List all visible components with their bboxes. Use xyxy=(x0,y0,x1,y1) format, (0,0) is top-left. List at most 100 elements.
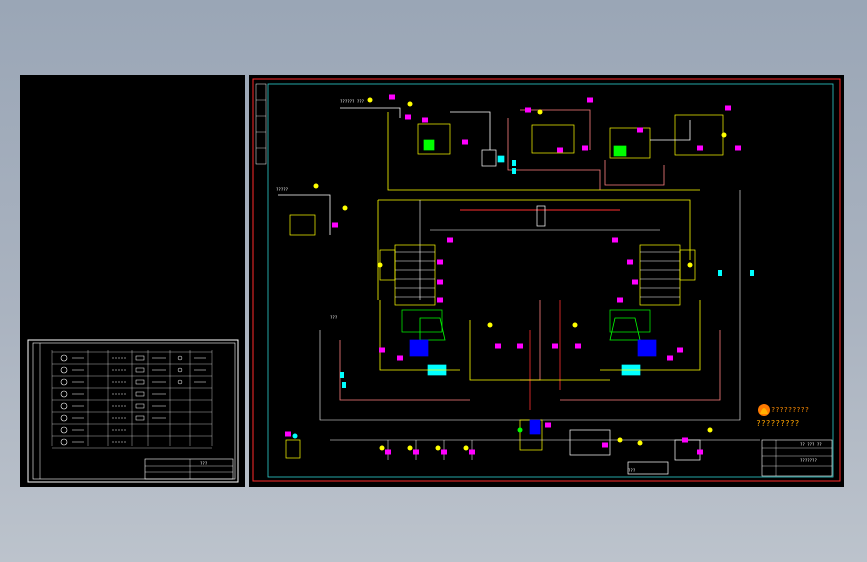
pipe-line xyxy=(520,109,591,150)
gauge-icon xyxy=(721,132,727,138)
separator-shape xyxy=(419,317,446,341)
gauge-icon xyxy=(617,437,623,443)
valve-icon xyxy=(385,449,391,455)
pump-block xyxy=(409,339,429,357)
pump-block xyxy=(637,339,657,357)
gauge-icon xyxy=(463,445,469,451)
flow-arrow-icon xyxy=(340,372,344,378)
left-side-strip xyxy=(255,83,267,165)
flow-arrow-icon xyxy=(750,270,754,276)
gauge-icon xyxy=(407,445,413,451)
equipment-box xyxy=(289,214,316,236)
pipe-line xyxy=(520,190,741,421)
gauge-icon xyxy=(407,101,413,107)
valve-icon xyxy=(285,431,291,437)
valve-icon xyxy=(697,145,703,151)
inlet-label-top: ?????? ??? xyxy=(340,99,365,104)
gauge-icon xyxy=(637,440,643,446)
legend-symbol-icon xyxy=(177,379,183,385)
equipment-box xyxy=(627,461,669,475)
valve-icon xyxy=(637,127,643,133)
valve-icon xyxy=(389,94,395,100)
flow-arrow-icon xyxy=(718,270,722,276)
main-outer-frame xyxy=(252,78,841,482)
pipe-line xyxy=(319,330,520,421)
flow-arrow-icon xyxy=(512,160,516,166)
equipment-box xyxy=(679,249,696,281)
gauge-icon xyxy=(367,97,373,103)
legend-symbol-icon xyxy=(60,426,68,434)
pipe-line xyxy=(378,199,691,260)
legend-symbol-icon xyxy=(135,403,145,409)
valve-icon xyxy=(575,343,581,349)
gauge-icon xyxy=(687,262,693,268)
legend-table xyxy=(51,350,213,449)
valve-icon xyxy=(587,97,593,103)
valve-icon xyxy=(447,237,453,243)
valve-icon xyxy=(697,449,703,455)
legend-title-text: ??? xyxy=(200,461,208,466)
title-block-row1: ?? ??? ?? xyxy=(800,442,822,447)
pipe-line xyxy=(600,300,701,371)
valve-icon xyxy=(617,297,623,303)
pipe-line xyxy=(339,340,470,401)
legend-frame xyxy=(27,339,239,483)
gauge-icon xyxy=(379,445,385,451)
valve-icon xyxy=(437,279,443,285)
valve-icon xyxy=(677,347,683,353)
gauge-icon xyxy=(487,322,493,328)
gauge-icon xyxy=(377,262,383,268)
legend-symbol-icon xyxy=(177,367,183,373)
equipment-box xyxy=(569,429,611,456)
gauge-icon xyxy=(342,205,348,211)
gauge-icon xyxy=(313,183,319,189)
inlet-label-left: ????? xyxy=(276,187,289,192)
pipe-line xyxy=(650,120,691,141)
pipe-line xyxy=(469,320,610,381)
title-block: ?? ??? ?? ??????? xyxy=(761,439,833,477)
valve-icon xyxy=(437,259,443,265)
legend-symbol-icon xyxy=(177,355,183,361)
main-sheet[interactable]: ????????? ????????? ?? ??? ?? ??????? ??… xyxy=(249,75,844,487)
valve-icon xyxy=(413,449,419,455)
legend-sheet[interactable]: ??? xyxy=(20,75,245,487)
valve-icon xyxy=(495,343,501,349)
legend-symbol-icon xyxy=(135,391,145,397)
valve-icon xyxy=(332,222,338,228)
label-left-small: ??? xyxy=(330,315,338,320)
title-block-row2: ??????? xyxy=(800,458,817,463)
valve-icon xyxy=(632,279,638,285)
gauge-icon xyxy=(707,427,713,433)
valve-icon xyxy=(545,422,551,428)
valve-icon xyxy=(552,343,558,349)
valve-icon xyxy=(437,297,443,303)
valve-icon xyxy=(582,145,588,151)
pipe-line xyxy=(604,160,665,186)
valve-icon xyxy=(735,145,741,151)
pipe-line xyxy=(278,194,331,235)
valve-icon xyxy=(397,355,403,361)
valve-icon xyxy=(517,343,523,349)
legend-symbol-icon xyxy=(135,367,145,373)
main-inner-frame xyxy=(267,83,834,478)
equipment-box xyxy=(285,439,301,459)
valve-icon xyxy=(725,105,731,111)
gauge-icon xyxy=(537,109,543,115)
valve-icon xyxy=(462,139,468,145)
company-logo: ????????? xyxy=(758,404,809,416)
valve-icon xyxy=(379,347,385,353)
legend-symbol-icon xyxy=(60,378,68,386)
valve-icon xyxy=(602,442,608,448)
valve-icon xyxy=(557,147,563,153)
equipment-box xyxy=(609,127,651,159)
label-bottom: ??? xyxy=(628,468,636,473)
tank-block xyxy=(613,145,627,157)
pipe-line xyxy=(340,107,401,118)
valve-icon xyxy=(667,355,673,361)
equipment-box xyxy=(481,149,497,167)
legend-symbol-icon xyxy=(60,354,68,362)
gauge-icon xyxy=(435,445,441,451)
legend-symbol-icon xyxy=(135,379,145,385)
pipe-line xyxy=(450,111,491,150)
